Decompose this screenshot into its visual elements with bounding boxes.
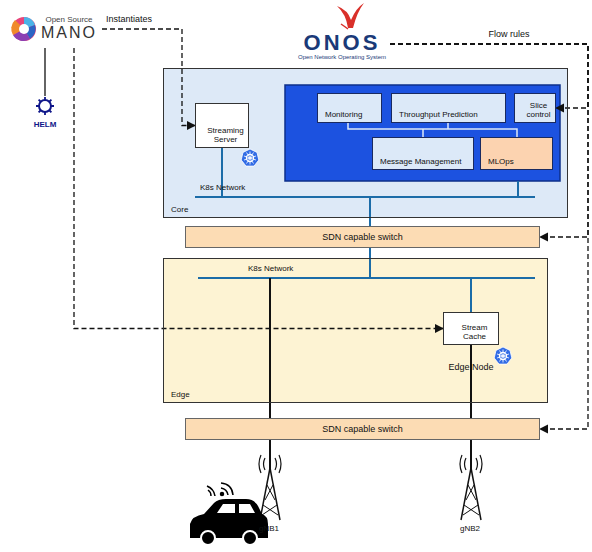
drawing-part xyxy=(12,17,36,41)
drawing-part xyxy=(348,123,517,137)
helm-icon xyxy=(36,97,54,115)
node-text: ONOS xyxy=(304,32,381,54)
drawing-part xyxy=(36,97,54,115)
drawing-part xyxy=(341,24,348,29)
drawing-part xyxy=(190,499,268,538)
node-text: Stream Cache xyxy=(451,323,498,341)
drawing-part xyxy=(163,68,568,218)
switch-band: SDN capable switch xyxy=(185,418,540,440)
process-box: Slice control xyxy=(514,93,556,123)
connector xyxy=(74,48,443,329)
process-box: Monitoring xyxy=(317,93,382,123)
node-text: Monitoring xyxy=(325,110,362,119)
drawing-part xyxy=(243,531,257,545)
switch-band: SDN capable switch xyxy=(185,226,540,248)
node-text: SDN capable switch xyxy=(322,232,403,242)
process-box: MLOps xyxy=(480,137,553,170)
car-icon xyxy=(190,499,268,545)
node-subtext: MANO xyxy=(41,25,97,42)
drawing-part xyxy=(285,85,560,181)
node-text: Throughput Prediction xyxy=(399,110,478,119)
edge-label: Instantiates xyxy=(104,14,154,24)
node-text: SDN capable switch xyxy=(322,424,403,434)
connector xyxy=(44,48,45,96)
node-text: Streaming Server xyxy=(203,126,248,144)
region-box: Core Streaming Server Monitoring Throughput… xyxy=(163,68,568,218)
drawing-part xyxy=(494,347,512,364)
process-box: Throughput Prediction xyxy=(391,93,506,123)
node-subtext: Open Network Operating System xyxy=(298,54,386,61)
node-text: MLOps xyxy=(488,157,514,166)
logo-node: HELM xyxy=(28,96,62,130)
drawing-part xyxy=(221,493,224,496)
drawing-part xyxy=(217,504,255,513)
drawing-part xyxy=(19,24,29,34)
process-box: Streaming Server xyxy=(195,103,249,148)
drawing-part xyxy=(259,455,281,520)
drawing-part xyxy=(163,258,548,403)
drawing-part xyxy=(337,3,364,28)
drawing-part xyxy=(241,149,259,166)
node-text: Slice control xyxy=(522,101,555,119)
logo-node: ONOSOpen Network Operating System xyxy=(296,30,388,64)
logo-node: Open SourceMANO xyxy=(38,12,100,46)
wireless-icon xyxy=(207,483,233,496)
node-text: HELM xyxy=(28,120,62,129)
node-text: Open Source xyxy=(45,16,92,25)
text-label: K8s Network xyxy=(248,264,293,273)
process-box: Message Management xyxy=(372,137,474,170)
edge-label: Flow rules xyxy=(486,29,531,39)
text-label: K8s Network xyxy=(200,183,245,192)
drawing-part xyxy=(221,483,233,495)
node-text: Message Management xyxy=(380,157,461,166)
connector xyxy=(102,29,195,126)
node-text: Core xyxy=(171,205,188,214)
process-box: Stream CacheEdge Node xyxy=(443,312,499,345)
node-text: Edge xyxy=(171,390,190,399)
drawing-part xyxy=(207,486,215,496)
drawing-part xyxy=(201,531,215,545)
drawing-part xyxy=(460,455,482,520)
text-label: gNB1 xyxy=(259,524,279,533)
mano-icon xyxy=(11,17,36,41)
text-label: gNB2 xyxy=(460,524,480,533)
region-box: Edge Stream CacheEdge Node xyxy=(163,258,548,403)
